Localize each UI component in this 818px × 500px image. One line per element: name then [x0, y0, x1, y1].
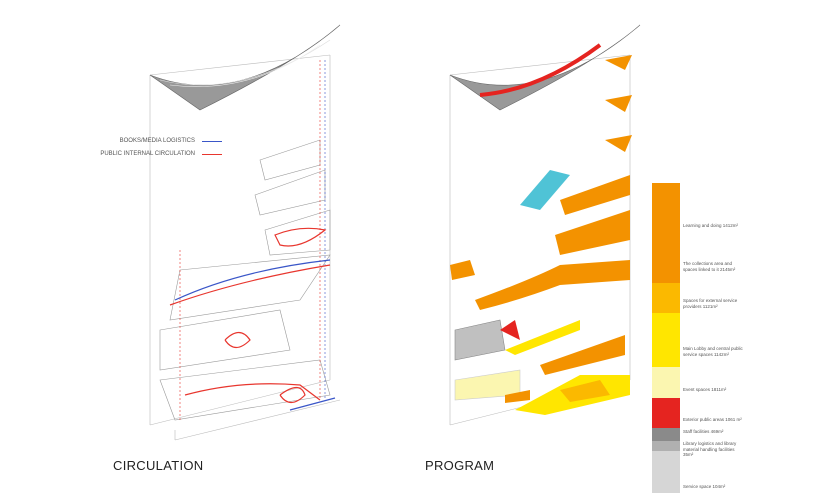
- program-label: Staff facilities 469m²: [683, 429, 724, 434]
- bar-segment-logistics: [652, 441, 680, 451]
- circulation-title: CIRCULATION: [113, 458, 204, 473]
- bar-segment-external: [652, 283, 680, 313]
- bar-segment-service: [652, 451, 680, 493]
- bar-segment-lobby: [652, 313, 680, 367]
- program-label: Library logistics and library material h…: [683, 441, 737, 457]
- legend-swatch-logistics: [202, 141, 222, 142]
- program-label: Event spaces 1811m²: [683, 387, 727, 392]
- bar-segment-event: [652, 367, 680, 398]
- program-label: Main Lobby and central public service sp…: [683, 346, 743, 357]
- program-title: PROGRAM: [425, 458, 495, 473]
- circulation-axonometric: [149, 24, 341, 441]
- bar-segment-exterior: [652, 398, 680, 428]
- program-label: Service space 104m²: [683, 484, 726, 489]
- legend-label-circulation: PUBLIC INTERNAL CIRCULATION: [100, 151, 195, 157]
- program-label: The collections area and spaces linked t…: [683, 261, 736, 272]
- bar-segment-staff: [652, 428, 680, 441]
- program-axonometric: [449, 24, 641, 426]
- legend-label-logistics: BOOKS/MEDIA LOGISTICS: [119, 138, 195, 144]
- program-label: Exterior public areas 1061 m²: [683, 417, 742, 422]
- bar-segment-learning-collections: [652, 183, 680, 283]
- program-label: Learning and doing 1412m²: [683, 223, 739, 228]
- program-label: Spaces for external service providers 11…: [683, 298, 738, 309]
- legend-swatch-circulation: [202, 154, 222, 155]
